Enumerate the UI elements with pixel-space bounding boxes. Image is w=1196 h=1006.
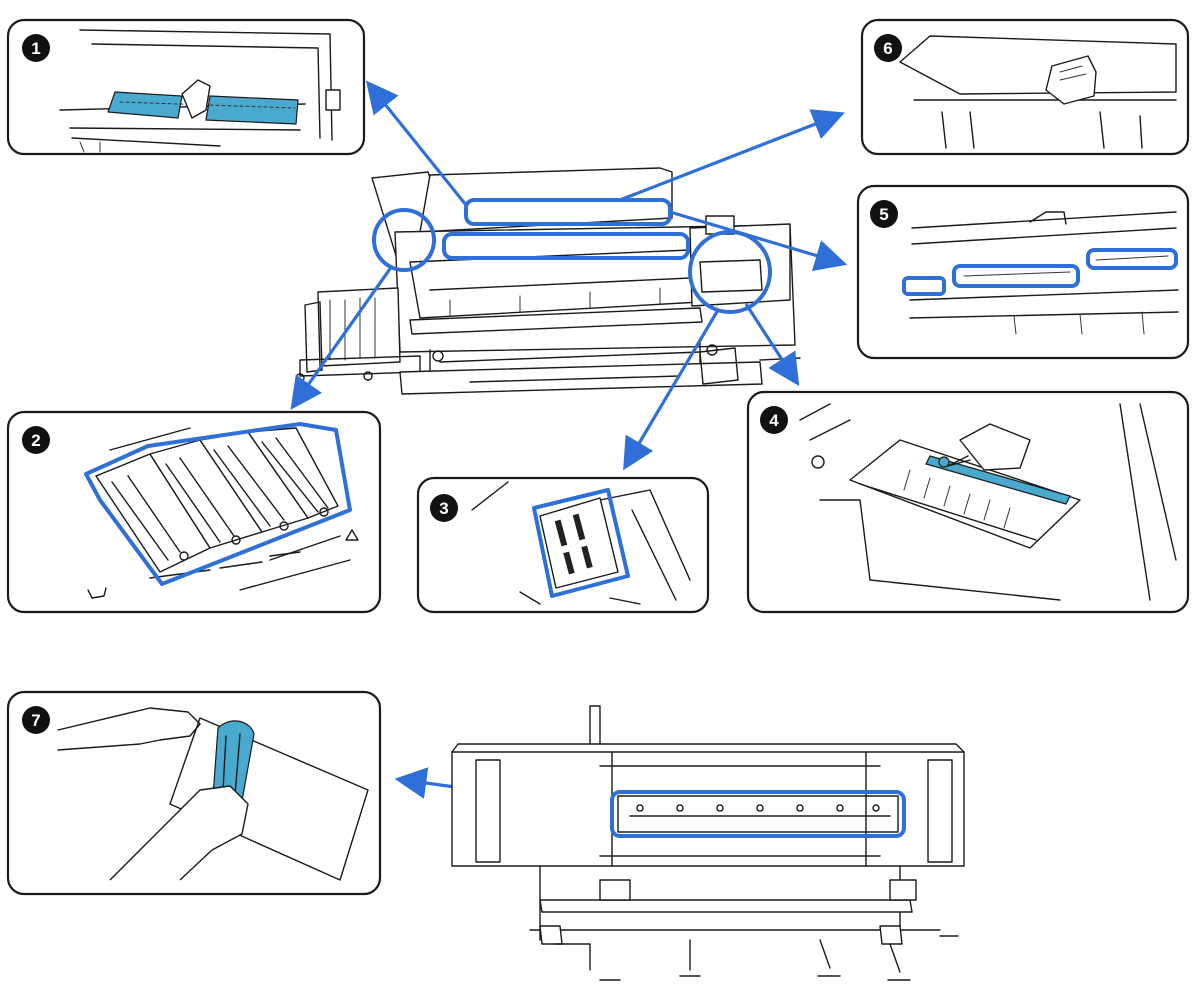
panel-7: 7 bbox=[6, 690, 382, 896]
callout-number-7: 7 bbox=[31, 711, 40, 730]
callout-badge-2 bbox=[22, 426, 50, 454]
highlight-bar-5b bbox=[952, 264, 1080, 288]
callout-badge-7 bbox=[22, 706, 50, 734]
cap-array bbox=[95, 427, 339, 573]
callout-number-2: 2 bbox=[31, 431, 40, 450]
highlight-caps bbox=[84, 422, 352, 586]
rear-roller-bolts bbox=[636, 804, 880, 812]
arrow-to-panel-3 bbox=[623, 309, 720, 471]
callout-badge-6 bbox=[874, 34, 902, 62]
highlight-bar-5c bbox=[1086, 248, 1178, 270]
callout-number-5: 5 bbox=[879, 205, 888, 224]
arrow-to-panel-6 bbox=[619, 109, 845, 202]
panel-1: 1 bbox=[6, 18, 366, 156]
panel-2: 2 bbox=[6, 410, 382, 614]
highlight-area-2 bbox=[372, 208, 436, 272]
printer-rear-illustration bbox=[451, 705, 965, 981]
arrow-to-panel-5 bbox=[669, 210, 848, 271]
callout-number-3: 3 bbox=[439, 499, 448, 518]
cleaning-stick-rail bbox=[925, 455, 1071, 505]
highlight-wiper bbox=[532, 488, 630, 598]
callout-badge-5 bbox=[870, 200, 898, 228]
callout-arrows bbox=[290, 80, 848, 810]
arrow-to-panel-4 bbox=[744, 303, 800, 387]
panel-4: 4 bbox=[746, 390, 1190, 614]
callout-badge-4 bbox=[760, 406, 788, 434]
highlight-bar-5a bbox=[902, 276, 946, 296]
panel-5: 5 bbox=[856, 184, 1190, 360]
highlight-area-1 bbox=[442, 232, 690, 260]
callout-badge-3 bbox=[430, 494, 458, 522]
panel-6: 6 bbox=[860, 18, 1190, 156]
cleaning-cloth-left bbox=[107, 91, 183, 119]
hand-with-cloth-icon bbox=[1045, 55, 1097, 105]
callout-number-6: 6 bbox=[883, 39, 892, 58]
hand-icon bbox=[181, 79, 211, 119]
hand-icon-4 bbox=[959, 423, 1031, 471]
highlight-area-3-4 bbox=[688, 230, 772, 314]
callout-number-4: 4 bbox=[769, 411, 779, 430]
callout-number-1: 1 bbox=[31, 39, 40, 58]
panel-3: 3 bbox=[416, 476, 710, 614]
arrow-to-panel-1 bbox=[365, 80, 468, 207]
callout-badge-1 bbox=[22, 34, 50, 62]
printer-front-illustration bbox=[295, 167, 801, 395]
cleaning-cloth-right bbox=[205, 95, 299, 125]
highlight-rear-area-7 bbox=[610, 790, 906, 838]
arrow-to-panel-2 bbox=[290, 265, 394, 410]
